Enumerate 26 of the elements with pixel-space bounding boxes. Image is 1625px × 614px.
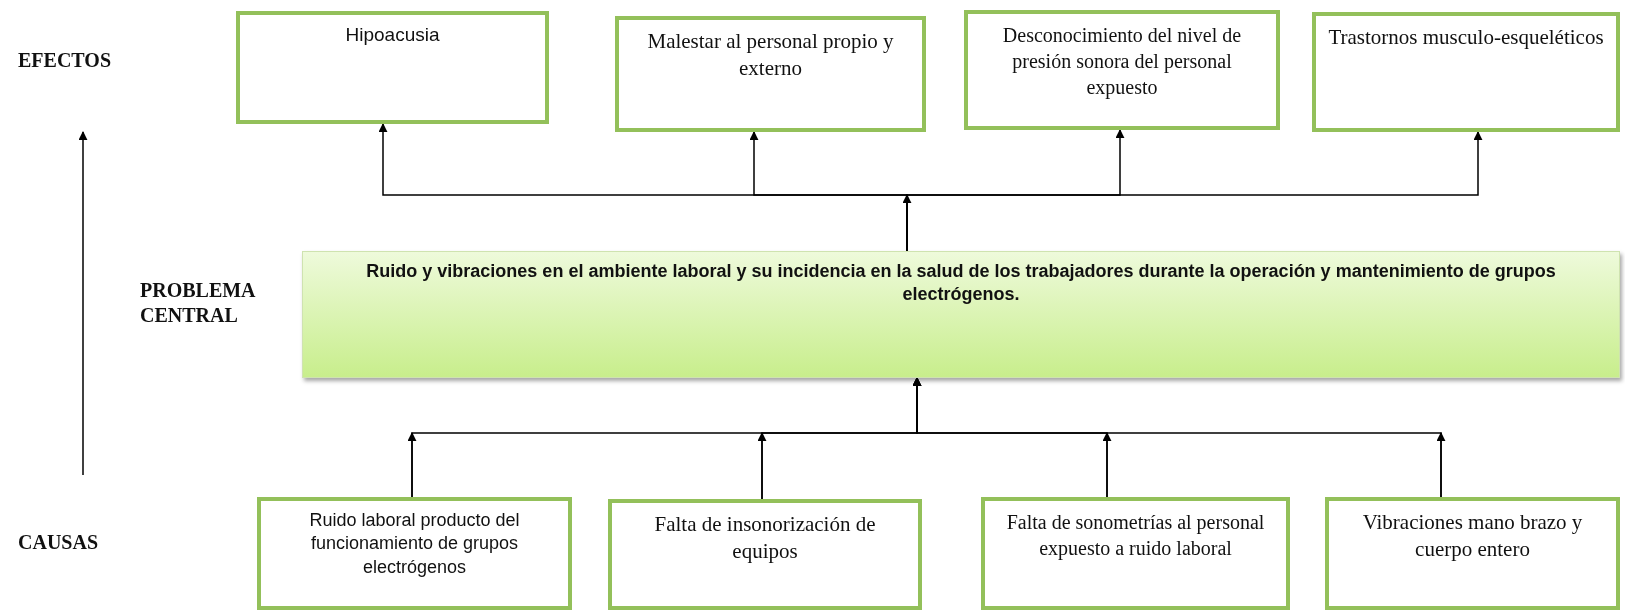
row-label: EFECTOS [18, 48, 112, 73]
row-label: PROBLEMA CENTRAL [140, 278, 256, 328]
arrow [1436, 432, 1446, 498]
box-text: Ruido laboral producto del funcionamiento de grupos electrógenos [308, 509, 521, 579]
box-text: Falta de insonorización de equipos [653, 511, 877, 566]
box-text: Ruido y vibraciones en el ambiente laboral y su incidencia en la salud de los trabajadores durante la operación y mantenimiento de grupos electrógenos. [365, 260, 1557, 307]
text-box [615, 16, 926, 132]
box-text: Desconocimiento del nivel de presión sonora del personal expuesto [1001, 23, 1243, 100]
box-text: Vibraciones mano brazo y cuerpo entero [1361, 509, 1584, 564]
arrow [757, 432, 767, 500]
box-text: Trastornos musculo-esqueléticos [1328, 24, 1604, 51]
text-box [257, 497, 572, 610]
text-box [964, 10, 1280, 130]
text-box [1312, 12, 1620, 132]
box-text: Hipoacusia [345, 23, 440, 47]
text-box [608, 499, 922, 610]
problem-box [302, 251, 1620, 378]
text-box [236, 11, 549, 124]
text-box [1325, 497, 1620, 610]
arrow [1102, 432, 1112, 498]
arrow [902, 194, 912, 252]
box-text: Falta de sonometrías al personal expuesto a ruido laboral [1005, 510, 1266, 561]
arrow [407, 432, 417, 498]
box-text: Malestar al personal propio y externo [646, 28, 895, 83]
row-label: CAUSAS [18, 530, 100, 555]
text-box [981, 497, 1290, 610]
